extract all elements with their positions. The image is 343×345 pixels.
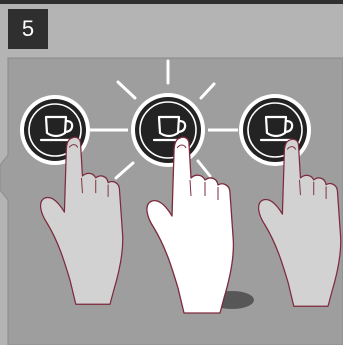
- coffee-button-middle[interactable]: [131, 93, 205, 167]
- step-number-badge: 5: [8, 9, 48, 49]
- coffee-button-right[interactable]: [239, 94, 311, 166]
